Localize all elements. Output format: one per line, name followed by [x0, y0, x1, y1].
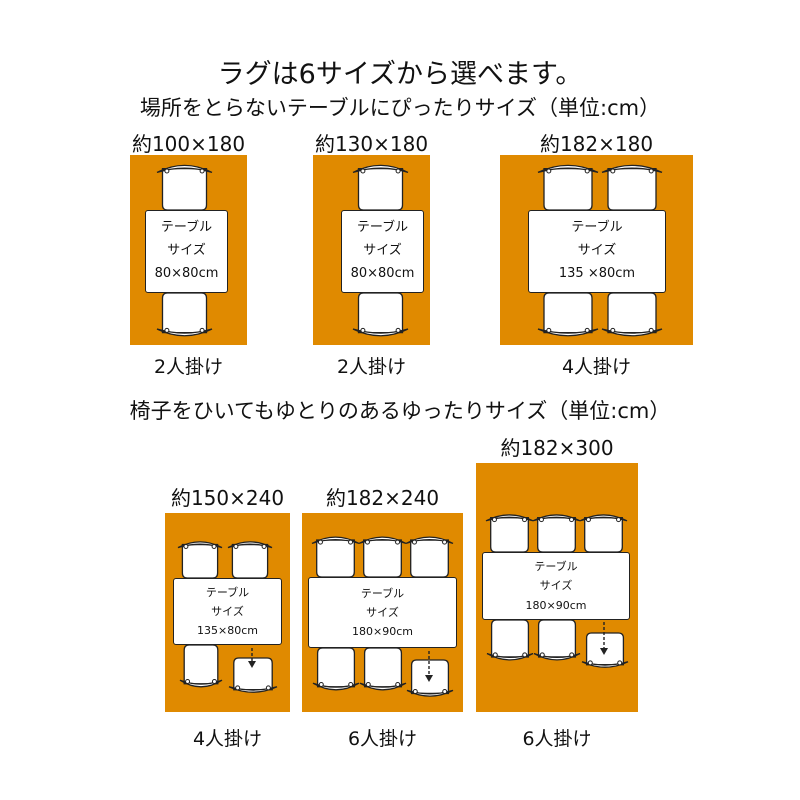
dining-table: テーブルサイズ 180×90cm: [482, 552, 630, 620]
table-size-text: テーブル: [534, 560, 578, 574]
table-size-text: テーブル: [205, 585, 250, 599]
pull-out-arrow-icon: [248, 648, 256, 668]
chair-icon: [537, 292, 599, 337]
chair-icon: [601, 164, 663, 211]
chair-icon: [177, 541, 223, 579]
chair-icon: [179, 644, 223, 688]
table-size-text: 180×90cm: [525, 598, 587, 612]
dining-table: テーブルサイズ 180×90cm: [308, 577, 457, 648]
chair-icon: [579, 514, 628, 553]
table-size-text: サイズ: [363, 243, 402, 259]
table-size-text: 135 ×80cm: [558, 265, 636, 281]
chair-icon: [311, 536, 360, 578]
rug-size-label: 約130×180: [314, 132, 429, 156]
chair-icon: [352, 292, 409, 337]
seating-capacity: 2人掛け: [153, 356, 224, 378]
dining-table: テーブルサイズ 135×80cm: [173, 578, 282, 645]
dining-table: テーブルサイズ 135 ×80cm: [528, 210, 666, 293]
dining-table: テーブルサイズ 80×80cm: [341, 210, 424, 293]
table-size-text: テーブル: [356, 220, 409, 236]
chair-icon: [227, 541, 273, 579]
table-size-text: サイズ: [577, 243, 617, 259]
rug-size-label: 約182×180: [539, 132, 654, 156]
pull-out-arrow-icon: [425, 651, 433, 682]
rug-size-label: 約182×300: [500, 436, 614, 460]
chair-icon: [359, 647, 407, 691]
table-size-text: テーブル: [160, 220, 213, 236]
section-heading-spacious: 椅子をひいてもゆとりのあるゆったりサイズ（単位:cm）: [129, 399, 671, 423]
seating-capacity: 4人掛け: [192, 728, 263, 750]
seating-capacity: 6人掛け: [347, 728, 418, 750]
chair-icon: [485, 514, 534, 553]
chair-icon: [486, 619, 534, 661]
table-size-text: テーブル: [360, 586, 405, 600]
chair-icon: [228, 657, 278, 693]
table-size-text: テーブル: [571, 220, 623, 236]
seating-capacity: 6人掛け: [522, 728, 592, 750]
table-size-text: 80×80cm: [154, 265, 219, 281]
chair-icon: [156, 164, 213, 211]
chair-icon: [358, 536, 407, 578]
section-heading-compact: 場所をとらないテーブルにぴったりサイズ（単位:cm）: [139, 96, 661, 120]
table-size-text: 180×90cm: [352, 625, 413, 639]
chair-icon: [537, 164, 599, 211]
table-size-text: 135×80cm: [197, 624, 258, 638]
seating-capacity: 2人掛け: [336, 356, 407, 378]
seating-capacity: 4人掛け: [561, 356, 632, 378]
chair-icon: [352, 164, 409, 211]
chair-icon: [533, 619, 581, 661]
table-size-text: サイズ: [167, 243, 206, 259]
page-title: ラグは6サイズから選べます。: [217, 59, 583, 90]
table-size-text: サイズ: [211, 604, 244, 618]
pull-out-arrow-icon: [600, 622, 608, 655]
chair-icon: [532, 514, 581, 553]
rug-size-label: 約150×240: [170, 486, 285, 510]
chair-icon: [312, 647, 360, 691]
rug-size-label: 約182×240: [325, 486, 440, 510]
table-size-text: サイズ: [539, 579, 573, 593]
table-size-text: 80×80cm: [350, 265, 415, 281]
chair-icon: [601, 292, 663, 337]
rug-size-label: 約100×180: [131, 132, 246, 156]
dining-table: テーブルサイズ 80×80cm: [145, 210, 228, 293]
chair-icon: [156, 292, 213, 337]
chair-icon: [405, 536, 454, 578]
table-size-text: サイズ: [366, 605, 399, 619]
